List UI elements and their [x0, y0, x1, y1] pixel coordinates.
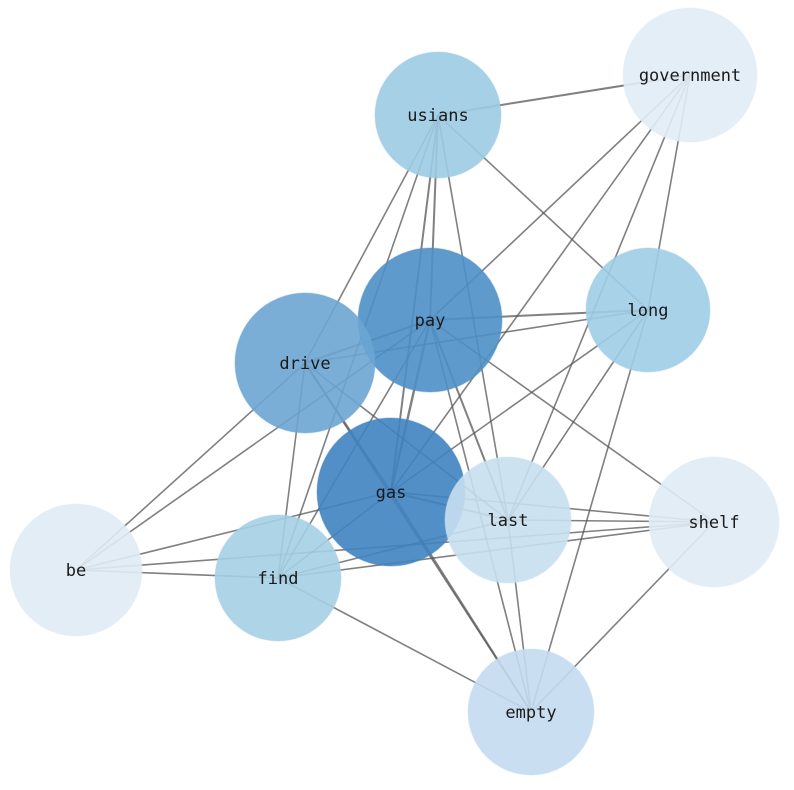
graph-node-government[interactable] [622, 7, 758, 143]
graph-node-gas[interactable] [316, 417, 466, 567]
graph-node-find[interactable] [214, 514, 342, 642]
graph-node-drive[interactable] [234, 292, 376, 434]
graph-node-pay[interactable] [357, 247, 503, 393]
graph-node-long[interactable] [585, 247, 711, 373]
graph-node-last[interactable] [444, 456, 572, 584]
graph-node-empty[interactable] [467, 648, 595, 776]
graph-node-shelf[interactable] [648, 456, 780, 588]
node-layer [9, 7, 780, 776]
graph-node-be[interactable] [9, 503, 143, 637]
graph-edge [390, 74, 691, 493]
graph-node-usians[interactable] [374, 51, 502, 179]
edge-layer [75, 74, 715, 713]
